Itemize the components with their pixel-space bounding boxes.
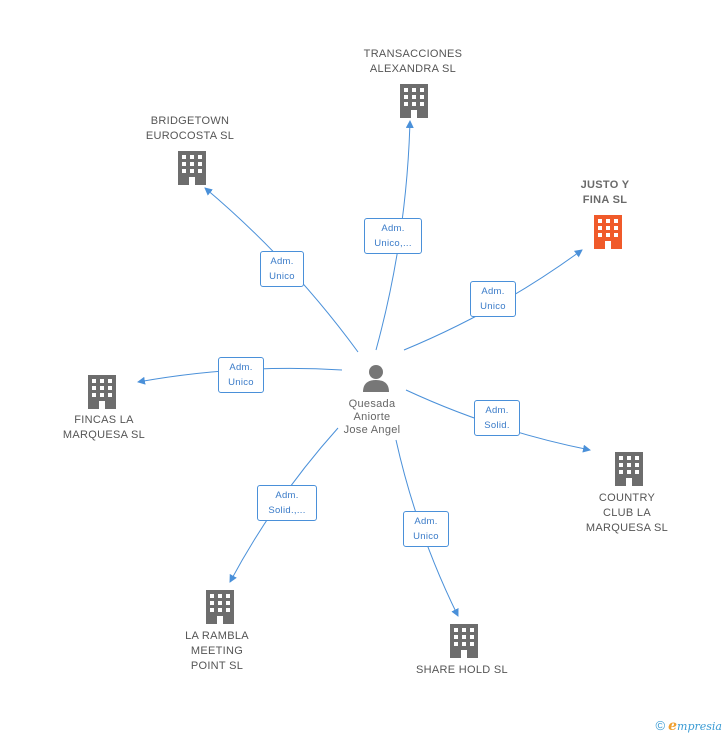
person-name[interactable]: Quesada Aniorte Jose Angel [343, 398, 401, 436]
role-label-rambla: Adm. Solid.,... [257, 485, 317, 521]
building-icon[interactable] [88, 375, 116, 409]
role-label-justo: Adm. Unico [470, 281, 516, 317]
building-icon[interactable] [206, 590, 234, 624]
copyright-icon: © [655, 718, 666, 733]
company-label-country[interactable]: COUNTRY CLUB LA MARQUESA SL [585, 492, 669, 534]
building-icon[interactable] [400, 84, 428, 118]
role-label-fincas: Adm. Unico [218, 357, 264, 393]
person-icon [363, 365, 389, 392]
role-label-bridgetown: Adm. Unico [260, 251, 304, 287]
footer-brand: © empresia [655, 718, 722, 734]
brand-name: mpresia [677, 720, 722, 733]
building-icon[interactable] [594, 215, 622, 249]
company-label-transacciones[interactable]: TRANSACCIONES ALEXANDRA SL [363, 48, 463, 75]
building-icon[interactable] [178, 151, 206, 185]
company-label-fincas[interactable]: FINCAS LA MARQUESA SL [62, 414, 146, 441]
company-label-sharehold[interactable]: SHARE HOLD SL [416, 664, 508, 676]
person-node[interactable] [361, 362, 391, 392]
company-label-justo[interactable]: JUSTO Y FINA SL [580, 179, 630, 206]
brand-mark: e [668, 718, 678, 734]
company-label-rambla[interactable]: LA RAMBLA MEETING POINT SL [185, 630, 249, 672]
company-label-bridgetown[interactable]: BRIDGETOWN EUROCOSTA SL [145, 115, 235, 142]
role-label-country: Adm. Solid. [474, 400, 520, 436]
building-icon[interactable] [615, 452, 643, 486]
building-icon[interactable] [450, 624, 478, 658]
role-label-transacciones: Adm. Unico,... [364, 218, 422, 254]
role-label-sharehold: Adm. Unico [403, 511, 449, 547]
